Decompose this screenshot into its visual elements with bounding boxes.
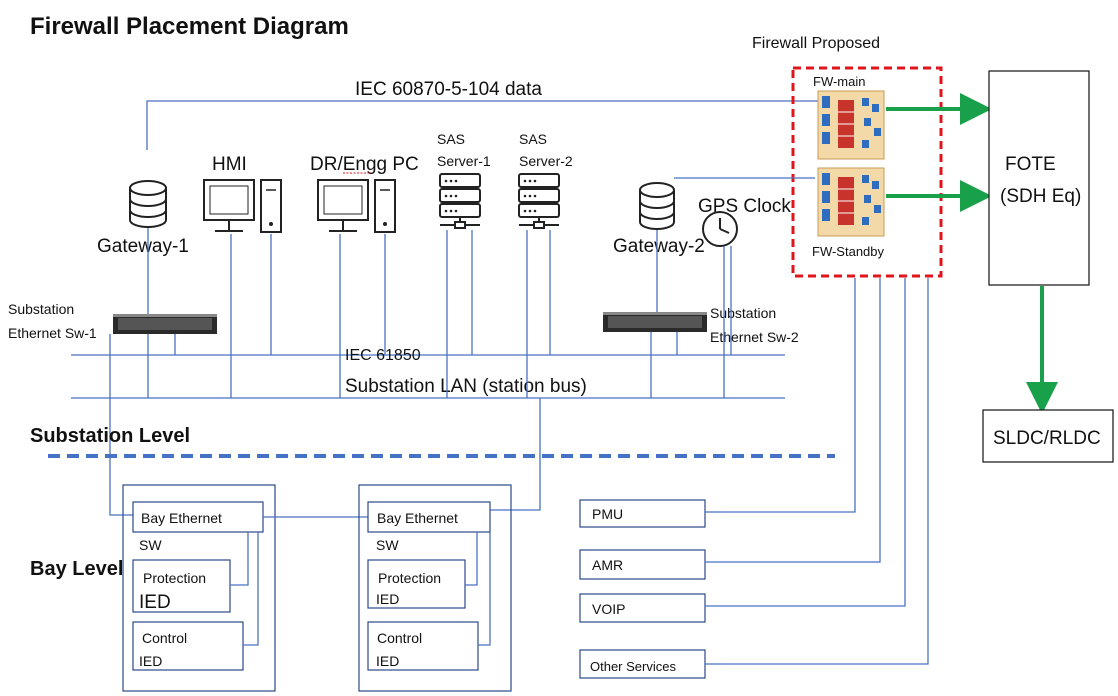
substation-lan-label: Substation LAN (station bus)	[345, 376, 587, 397]
fote-label: FOTE	[1005, 154, 1056, 175]
gps-clock-icon	[702, 211, 738, 247]
voip-label: VOIP	[592, 601, 625, 617]
amr-box	[579, 549, 706, 580]
firewall-proposed-label: Firewall Proposed	[752, 35, 880, 52]
bay-1-control-ied-label: IED	[139, 653, 162, 669]
bay-1-protection-ied-label: IED	[139, 592, 171, 613]
pmu-link	[705, 278, 856, 513]
bay-1-ethernet-label: Bay Ethernet	[141, 510, 222, 526]
bay-2-control-ied	[367, 621, 479, 671]
amr-link	[705, 278, 881, 563]
bay-1-ethernet-switch	[132, 501, 264, 533]
ethernet-switch-1-icon	[113, 314, 217, 334]
iec61850-label: IEC 61850	[345, 347, 421, 364]
bay-1-sw-label: SW	[139, 537, 162, 553]
dr-engg-computer-icon	[317, 179, 396, 233]
bay-2-ethernet-switch	[367, 501, 491, 533]
iec104-label: IEC 60870-5-104 data	[355, 79, 542, 100]
sldc-rldc-label: SLDC/RLDC	[993, 428, 1101, 449]
fw-main-icon	[817, 90, 885, 160]
sw-1-label: Substation	[8, 301, 74, 317]
other-services-label: Other Services	[590, 659, 676, 674]
ethernet-switch-2-icon	[603, 312, 707, 332]
gateway-2-label: Gateway-2	[613, 236, 705, 257]
substation-level-label: Substation Level	[30, 425, 190, 447]
pmu-label: PMU	[592, 506, 623, 522]
other-services-link	[705, 278, 929, 665]
amr-label: AMR	[592, 557, 623, 573]
firewall-proposed-group	[791, 66, 943, 278]
gateway-1-database-icon	[129, 180, 167, 228]
bay-1-protection-label: Protection	[143, 570, 206, 586]
page-title: Firewall Placement Diagram	[30, 13, 349, 40]
sas-server-1-label: SAS	[437, 131, 465, 147]
bay-2-protection-ied	[367, 559, 466, 609]
sas-server-2-name: Server-2	[519, 153, 573, 169]
gateway-1-label: Gateway-1	[97, 236, 189, 257]
voip-link	[705, 278, 906, 607]
bay-2-ethernet-label: Bay Ethernet	[377, 510, 458, 526]
iec104-link	[146, 100, 820, 150]
bay-1-control-ied	[132, 621, 244, 671]
sas-server-2-label: SAS	[519, 131, 547, 147]
bay-2-protection-label: Protection	[378, 570, 441, 586]
dr-engg-pc-label: DR/Engg PC	[310, 154, 419, 175]
sw-1-name: Ethernet Sw-1	[8, 325, 97, 341]
sas-server-2-icon	[518, 173, 560, 229]
bay-2-control-ied-label: IED	[376, 653, 399, 669]
bay-2-control-label: Control	[377, 630, 422, 646]
bay-1-panel	[122, 484, 276, 692]
other-services-box	[579, 649, 706, 679]
sw-2-name: Ethernet Sw-2	[710, 329, 799, 345]
voip-box	[579, 593, 706, 623]
bay-1-control-label: Control	[142, 630, 187, 646]
sw-2-label: Substation	[710, 305, 776, 321]
bay-2-panel	[358, 484, 512, 692]
bay-level-label: Bay Level	[30, 558, 123, 580]
fw-main-label: FW-main	[813, 74, 865, 89]
sas-server-1-name: Server-1	[437, 153, 491, 169]
fote-sdh-label: (SDH Eq)	[1000, 186, 1081, 207]
pmu-box	[579, 499, 706, 528]
hmi-computer-icon	[203, 179, 282, 233]
hmi-label: HMI	[212, 154, 247, 175]
gateway-2-database-icon	[639, 182, 675, 230]
fw-standby-label: FW-Standby	[812, 244, 885, 259]
bay-1-protection-ied	[132, 559, 231, 613]
sldc-rldc-box	[982, 409, 1114, 463]
bay-2-sw-label: SW	[376, 537, 399, 553]
sas-server-1-icon	[439, 173, 481, 229]
bay-2-protection-ied-label: IED	[376, 591, 399, 607]
fw-standby-icon	[817, 167, 885, 237]
fote-box	[988, 70, 1090, 286]
